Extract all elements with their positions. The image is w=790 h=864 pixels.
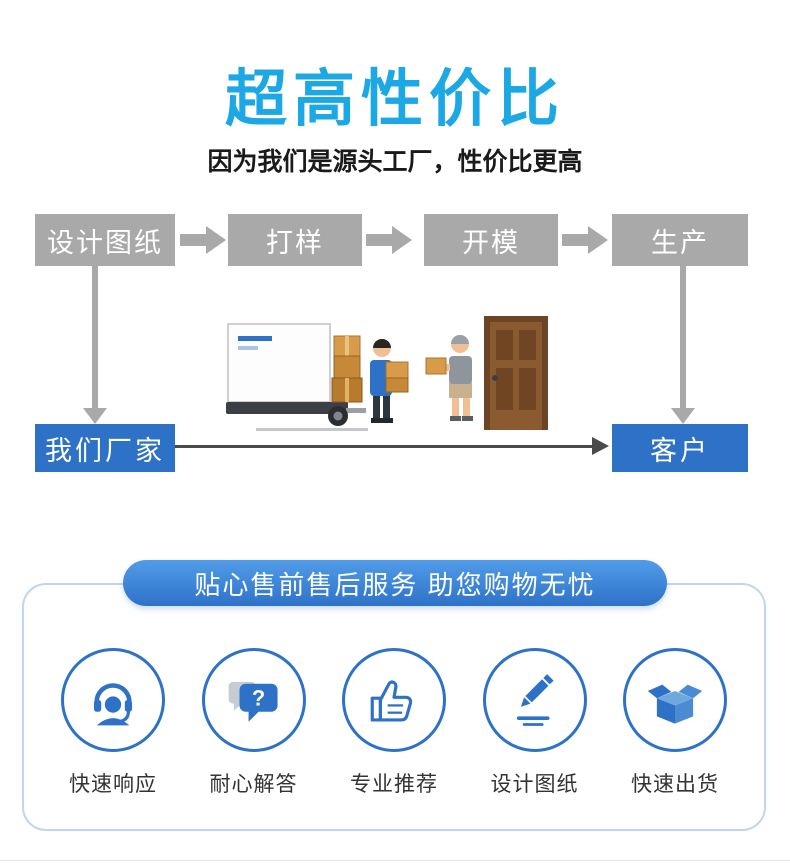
service-label: 设计图纸 xyxy=(490,773,579,796)
flow-step-design: 设计图纸 xyxy=(35,214,175,266)
customer-box: 客户 xyxy=(612,424,748,472)
arrow-down-icon xyxy=(671,266,695,424)
flow-step-sample: 打样 xyxy=(228,214,362,266)
service-item-design-drawings: 设计图纸 xyxy=(468,648,602,798)
page-subtitle: 因为我们是源头工厂，性价比更高 xyxy=(207,148,583,176)
service-item-fast-shipping: 快速出货 xyxy=(608,648,742,798)
svg-text:?: ? xyxy=(251,685,264,710)
service-item-fast-response: 快速响应 xyxy=(46,648,180,798)
service-label: 耐心解答 xyxy=(209,773,298,796)
arrow-head-icon xyxy=(592,437,609,455)
service-item-patient-answers: ? 耐心解答 xyxy=(187,648,321,798)
flow-step-produce: 生产 xyxy=(612,214,748,266)
arrow-right-icon xyxy=(562,226,608,254)
arrow-right-icon xyxy=(366,226,412,254)
service-label: 专业推荐 xyxy=(350,773,438,796)
delivery-illustration xyxy=(226,316,548,431)
headset-icon xyxy=(93,683,133,726)
services-row: 快速响应 ? 耐心解答 xyxy=(22,648,766,798)
pencil-icon xyxy=(516,674,554,726)
question-bubble-icon: ? xyxy=(228,681,278,722)
service-label: 快速出货 xyxy=(631,773,719,796)
service-circle xyxy=(61,648,165,752)
service-circle xyxy=(623,648,727,752)
arrow-down-icon xyxy=(83,266,107,424)
service-circle: ? xyxy=(201,648,306,752)
service-label: 快速响应 xyxy=(69,773,157,796)
flow-step-mold: 开模 xyxy=(424,214,558,266)
open-box-icon xyxy=(647,684,703,724)
service-circle xyxy=(482,648,587,752)
services-banner: 贴心售前售后服务 助您购物无忧 xyxy=(123,560,667,606)
bottom-divider xyxy=(0,860,790,861)
arrow-right-icon xyxy=(180,226,226,254)
factory-to-customer-line xyxy=(175,445,593,448)
page-title: 超高性价比 xyxy=(224,65,565,134)
thumbs-up-icon xyxy=(370,680,413,722)
service-circle xyxy=(342,648,446,752)
service-item-pro-recommendation: 专业推荐 xyxy=(327,648,461,798)
factory-box: 我们厂家 xyxy=(35,424,175,472)
